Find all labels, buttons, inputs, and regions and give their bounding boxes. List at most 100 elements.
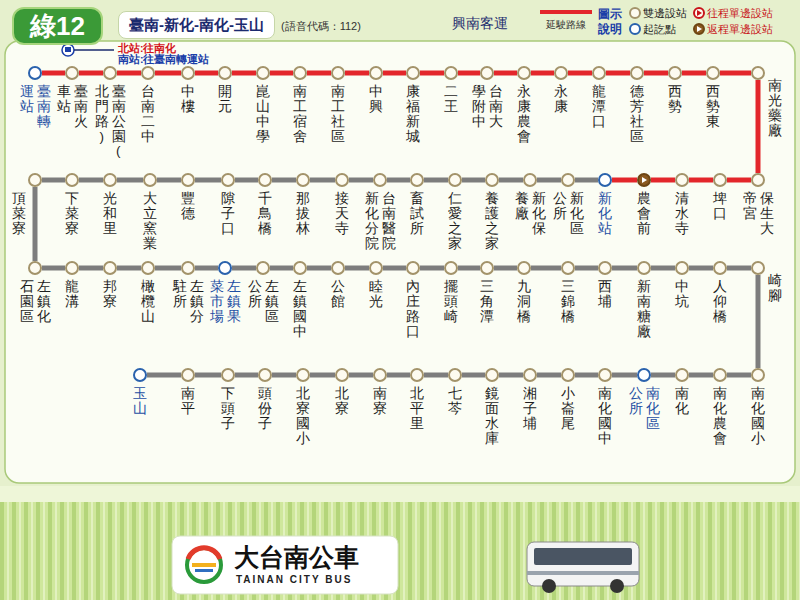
extended-route-line: [420, 71, 444, 76]
extended-route-line: [117, 71, 141, 76]
terminal-stop: 左鎮果菜市場: [218, 261, 232, 275]
bus-stop: 隙子口: [221, 173, 235, 187]
bus-stop: 三角潭: [480, 261, 494, 275]
stop-name: 臺南火車站: [57, 85, 87, 130]
route-line: [537, 373, 561, 378]
route-line: [345, 266, 369, 271]
bus-stop: 二王: [444, 66, 458, 80]
route-line: [235, 373, 258, 378]
map-panel: [5, 41, 795, 483]
route-line: [310, 178, 335, 183]
bus-stop: 康福新城: [406, 66, 420, 80]
stop-name: 二王: [444, 85, 458, 115]
bus-picture: [527, 571, 639, 575]
bus-picture: [534, 548, 632, 565]
stop-name: 下頭子: [221, 387, 235, 432]
bus-stop: 崑山中學: [256, 66, 270, 80]
legend-line-sample: [540, 10, 592, 14]
stop-name: 鏡面水庫: [485, 387, 499, 446]
bus-stop: 北平里: [410, 368, 424, 382]
route-line: [33, 187, 38, 261]
route-line: [420, 266, 444, 271]
route-line: [575, 266, 598, 271]
extended-route-line: [307, 71, 331, 76]
extended-route-line: [79, 71, 103, 76]
stop-name: 德芳社區: [630, 85, 644, 144]
extended-route-line: [612, 178, 637, 183]
stop-name: 埤口: [713, 192, 727, 222]
stop-name: 仁愛之家: [448, 192, 462, 251]
stop-name: 人仰橋: [713, 280, 727, 325]
bus-stop: 南工宿舍: [293, 66, 307, 80]
bus-stop: 南化國小: [751, 368, 765, 382]
bus-stop: 公館: [331, 261, 345, 275]
route-line: [727, 373, 751, 378]
route-line: [424, 178, 448, 183]
route-line: [756, 275, 761, 368]
bus-stop: 新化區公所: [561, 173, 575, 187]
stop-name: 龍潭口: [592, 85, 606, 130]
title-box: 臺南-新化-南化-玉山: [118, 11, 275, 39]
extended-route-line: [727, 178, 751, 183]
bus-stop: 埤口: [713, 173, 727, 187]
route-line: [195, 178, 221, 183]
bus-stop: 西勢: [668, 66, 682, 80]
direction-arrow: [639, 175, 649, 185]
stop-name: 七芩: [448, 387, 462, 417]
bus-stop: 左鎮區公所: [256, 261, 270, 275]
bus-stop: 保生大帝宮: [751, 173, 765, 187]
stop-name: 橄欖山: [141, 280, 155, 325]
route-line: [612, 266, 637, 271]
route-line: [272, 178, 296, 183]
route-line: [272, 373, 296, 378]
stop-name: 養護之家: [485, 192, 499, 251]
terminal-stop: 新化站: [598, 173, 612, 187]
bus-stop: 接天寺: [335, 173, 349, 187]
bus-stop: 中坑: [675, 261, 689, 275]
bus-stop: 開元: [218, 66, 232, 80]
route-line: [387, 178, 410, 183]
route-line: [499, 373, 523, 378]
bus-stop: 鏡面水庫: [485, 368, 499, 382]
stop-name: 中興: [369, 85, 383, 115]
stop-name: 九洞橋: [517, 280, 531, 325]
stop-name: 農會前: [637, 192, 651, 237]
direction-note: 南站:往臺南轉運站: [118, 53, 210, 67]
stop-name: 接天寺: [335, 192, 349, 237]
bus-stop: 南工社區: [331, 66, 345, 80]
operator-name: 興南客運: [452, 15, 508, 33]
stop-name: 下菜寮: [65, 192, 79, 237]
stop-name: 康福新城: [406, 85, 420, 144]
route-line: [307, 266, 331, 271]
route-line: [232, 266, 256, 271]
stop-name: 左鎮區公所: [248, 280, 278, 325]
bus-stop: 左鎮國中: [293, 261, 307, 275]
route-line: [155, 266, 181, 271]
bus-stop: 七芩: [448, 368, 462, 382]
stop-name: 擺頭崎: [444, 280, 458, 325]
route-line: [458, 266, 480, 271]
bus-stop: 南化農會: [713, 368, 727, 382]
legend-heading: 圖示說明: [598, 7, 622, 37]
bus-picture: [542, 579, 556, 593]
route-title: 臺南-新化-南化-玉山: [129, 16, 264, 35]
extended-route-line: [270, 71, 293, 76]
extended-route-line: [232, 71, 256, 76]
route-line: [235, 178, 258, 183]
stop-name: 中樓: [181, 85, 195, 115]
route-line: [42, 178, 65, 183]
bus-stop: 臺南公園(北門路): [103, 66, 117, 80]
stop-name: 南化區公所: [629, 387, 659, 432]
station-icon: [62, 44, 74, 56]
extended-route-line: [689, 178, 713, 183]
bus-stop: 豐德: [181, 173, 195, 187]
bus-stop: 南寮: [373, 368, 387, 382]
legend-stop-sample: [697, 26, 702, 32]
stop-name: 頂菜寮: [12, 192, 26, 237]
bus-stop: 養護之家: [485, 173, 499, 187]
stop-name: 千鳥橋: [258, 192, 272, 237]
extended-route-line: [458, 71, 480, 76]
stop-name: 台南醫院新化分院: [365, 192, 395, 251]
leader-line: [74, 49, 114, 51]
route-line: [117, 266, 141, 271]
